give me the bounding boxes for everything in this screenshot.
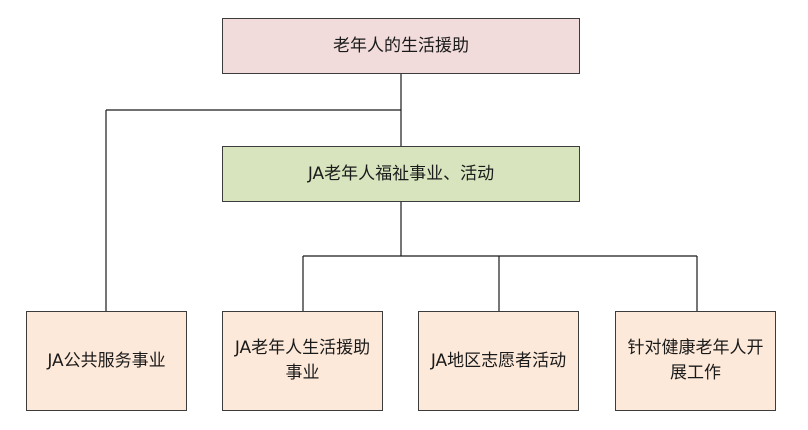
middle-node: JA老年人福祉事业、活动 (222, 146, 580, 202)
middle-node-label: JA老年人福祉事业、活动 (307, 163, 495, 184)
leaf-node-0: JA公共服务事业 (26, 311, 187, 411)
leaf-node-1: JA老年人生活援助事业 (222, 311, 383, 411)
root-node-label: 老年人的生活援助 (333, 35, 469, 56)
leaf-node-label: JA公共服务事业 (47, 350, 166, 371)
leaf-node-3: 针对健康老年人开展工作 (615, 311, 776, 411)
leaf-node-2: JA地区志愿者活动 (418, 311, 579, 411)
leaf-node-label: JA地区志愿者活动 (430, 350, 567, 371)
leaf-node-label: JA老年人生活援助事业 (234, 338, 371, 383)
leaf-node-label: 针对健康老年人开展工作 (627, 338, 764, 383)
root-node: 老年人的生活援助 (222, 18, 580, 74)
